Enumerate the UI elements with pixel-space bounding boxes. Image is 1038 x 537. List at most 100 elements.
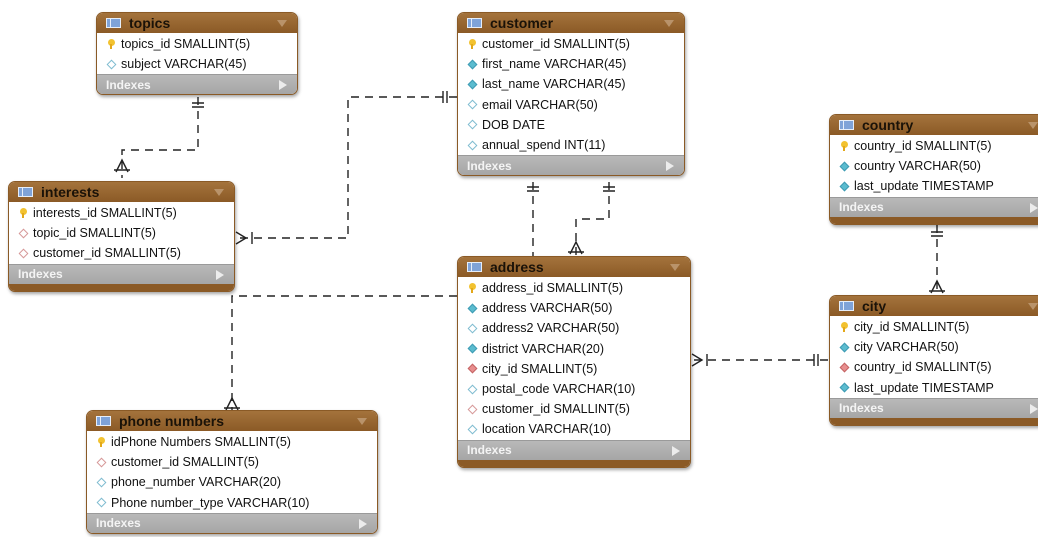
column-definition: country_id SMALLINT(5) (854, 360, 992, 375)
expand-arrow-icon[interactable] (666, 161, 674, 172)
indexes-label: Indexes (18, 267, 63, 282)
primary-key-icon (838, 322, 850, 333)
collapse-arrow-icon[interactable] (277, 20, 287, 27)
column-row[interactable]: location VARCHAR(10) (458, 419, 690, 439)
collapse-arrow-icon[interactable] (214, 189, 224, 196)
table-header[interactable]: topics (97, 13, 297, 33)
column-list: topics_id SMALLINT(5)subject VARCHAR(45) (97, 33, 297, 74)
table-icon (96, 416, 111, 426)
column-icon (95, 497, 107, 508)
column-definition: email VARCHAR(50) (482, 97, 598, 112)
column-row[interactable]: customer_id SMALLINT(5) (458, 34, 684, 54)
column-row[interactable]: subject VARCHAR(45) (97, 54, 297, 74)
column-row[interactable]: interests_id SMALLINT(5) (9, 203, 234, 223)
table-header[interactable]: city (830, 296, 1038, 316)
expand-arrow-icon[interactable] (1030, 202, 1038, 213)
not-null-column-icon-shape (467, 303, 477, 314)
relationship-customer-address (527, 182, 539, 256)
table-customer[interactable]: customer customer_id SMALLINT(5) first_na… (457, 12, 685, 177)
column-icon (95, 477, 107, 488)
column-row[interactable]: country VARCHAR(50) (830, 156, 1038, 176)
indexes-bar[interactable]: Indexes (458, 439, 690, 460)
expand-arrow-icon[interactable] (672, 445, 680, 456)
relationship-customer-address-2 (568, 182, 615, 256)
column-list: idPhone Numbers SMALLINT(5) customer_id S… (87, 431, 377, 513)
indexes-bar[interactable]: Indexes (830, 196, 1038, 217)
indexes-bar[interactable]: Indexes (97, 74, 297, 95)
table-header[interactable]: phone numbers (87, 411, 377, 431)
column-row[interactable]: postal_code VARCHAR(10) (458, 379, 690, 399)
not-null-column-icon (466, 79, 478, 90)
column-definition: interests_id SMALLINT(5) (33, 206, 177, 221)
column-row[interactable]: DOB DATE (458, 115, 684, 135)
table-city[interactable]: city city_id SMALLINT(5)city VARCHAR(50)… (829, 295, 1038, 426)
column-row[interactable]: idPhone Numbers SMALLINT(5) (87, 432, 377, 452)
column-row[interactable]: topics_id SMALLINT(5) (97, 34, 297, 54)
column-definition: customer_id SMALLINT(5) (33, 246, 181, 261)
foreign-key-icon (95, 457, 107, 468)
column-row[interactable]: country_id SMALLINT(5) (830, 357, 1038, 377)
column-row[interactable]: Phone number_type VARCHAR(10) (87, 493, 377, 513)
indexes-bar[interactable]: Indexes (458, 155, 684, 176)
collapse-arrow-icon[interactable] (664, 20, 674, 27)
column-row[interactable]: city_id SMALLINT(5) (830, 317, 1038, 337)
column-row[interactable]: customer_id SMALLINT(5) (9, 243, 234, 263)
not-null-column-icon (838, 181, 850, 192)
column-row[interactable]: first_name VARCHAR(45) (458, 54, 684, 74)
table-header[interactable]: interests (9, 182, 234, 202)
column-row[interactable]: address_id SMALLINT(5) (458, 278, 690, 298)
column-row[interactable]: phone_number VARCHAR(20) (87, 472, 377, 492)
table-name: city (862, 298, 887, 314)
column-row[interactable]: country_id SMALLINT(5) (830, 136, 1038, 156)
column-row[interactable]: city VARCHAR(50) (830, 337, 1038, 357)
table-country[interactable]: country country_id SMALLINT(5)country VA… (829, 114, 1038, 225)
column-row[interactable]: customer_id SMALLINT(5) (87, 452, 377, 472)
table-header[interactable]: address (458, 257, 690, 277)
not-null-foreign-key-icon (466, 363, 478, 374)
column-row[interactable]: last_update TIMESTAMP (830, 176, 1038, 196)
table-header[interactable]: customer (458, 13, 684, 33)
column-definition: address_id SMALLINT(5) (482, 281, 624, 296)
not-null-foreign-key-icon (838, 362, 850, 373)
column-icon (466, 99, 478, 110)
table-name: topics (129, 15, 171, 31)
primary-key-icon (105, 39, 117, 50)
collapse-arrow-icon[interactable] (1028, 303, 1038, 310)
column-row[interactable]: email VARCHAR(50) (458, 95, 684, 115)
table-name: address (490, 259, 544, 275)
table-address[interactable]: address address_id SMALLINT(5) address VA… (457, 256, 691, 468)
column-row[interactable]: district VARCHAR(20) (458, 339, 690, 359)
column-row[interactable]: address2 VARCHAR(50) (458, 318, 690, 338)
column-row[interactable]: last_name VARCHAR(45) (458, 74, 684, 94)
collapse-arrow-icon[interactable] (357, 418, 367, 425)
column-row[interactable]: annual_spend INT(11) (458, 135, 684, 155)
column-definition: first_name VARCHAR(45) (482, 57, 627, 72)
column-row[interactable]: address VARCHAR(50) (458, 298, 690, 318)
column-row[interactable]: topic_id SMALLINT(5) (9, 223, 234, 243)
not-null-foreign-key-icon-shape (467, 363, 477, 374)
expand-arrow-icon[interactable] (279, 80, 287, 91)
collapse-arrow-icon[interactable] (670, 264, 680, 271)
table-name: phone numbers (119, 413, 225, 429)
column-definition: city_id SMALLINT(5) (482, 361, 598, 376)
table-phone-numbers[interactable]: phone numbers idPhone Numbers SMALLINT(5… (86, 410, 378, 534)
table-interests[interactable]: interests interests_id SMALLINT(5) topic_… (8, 181, 235, 292)
column-row[interactable]: last_update TIMESTAMP (830, 378, 1038, 398)
indexes-bar[interactable]: Indexes (9, 263, 234, 284)
expand-arrow-icon[interactable] (1030, 403, 1038, 414)
table-header[interactable]: country (830, 115, 1038, 135)
column-definition: idPhone Numbers SMALLINT(5) (111, 435, 291, 450)
table-icon (467, 262, 482, 272)
expand-arrow-icon[interactable] (216, 269, 224, 280)
column-definition: last_update TIMESTAMP (854, 179, 994, 194)
column-row[interactable]: customer_id SMALLINT(5) (458, 399, 690, 419)
column-row[interactable]: city_id SMALLINT(5) (458, 359, 690, 379)
not-null-foreign-key-icon-shape (839, 362, 849, 373)
collapse-arrow-icon[interactable] (1028, 122, 1038, 129)
indexes-bar[interactable]: Indexes (830, 397, 1038, 418)
column-definition: phone_number VARCHAR(20) (111, 475, 281, 490)
table-icon (467, 18, 482, 28)
indexes-bar[interactable]: Indexes (87, 512, 377, 533)
table-topics[interactable]: topics topics_id SMALLINT(5)subject VARC… (96, 12, 298, 96)
expand-arrow-icon[interactable] (359, 518, 367, 529)
